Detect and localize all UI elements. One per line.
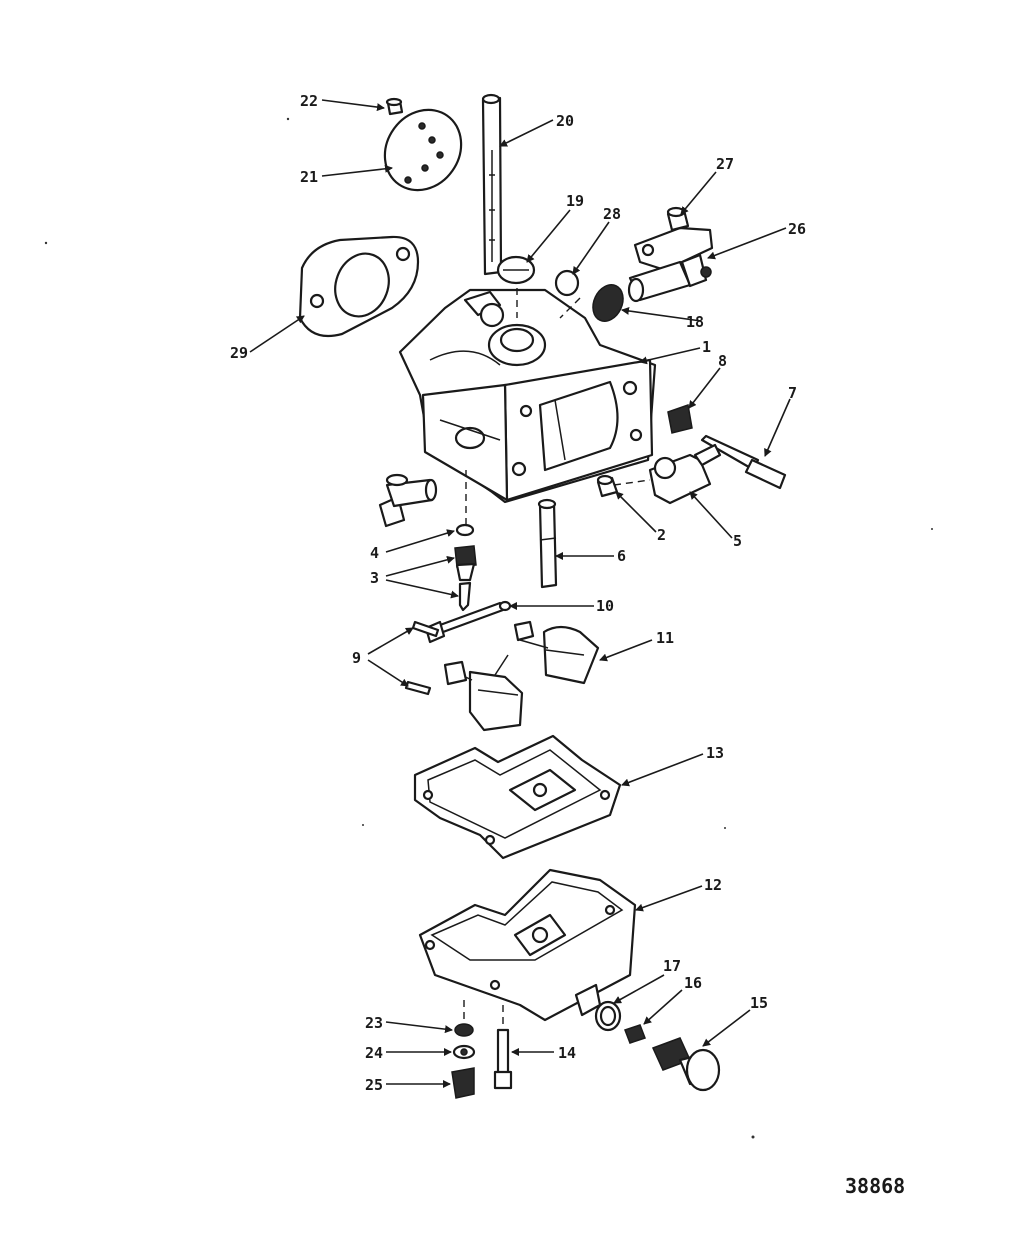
callout-17: 17 [663, 957, 681, 975]
callout-2: 2 [657, 526, 666, 544]
callout-14: 14 [558, 1044, 576, 1062]
throttle-shaft-part [481, 93, 503, 276]
float-bowl-gasket-part [413, 734, 622, 860]
choke-lever-part [627, 206, 714, 303]
callout-19: 19 [566, 192, 584, 210]
callout-25: 25 [365, 1076, 383, 1094]
bowl-washer-part [454, 1023, 474, 1037]
callout-26: 26 [788, 220, 806, 238]
bowl-spring-part [451, 1067, 475, 1099]
callout-7: 7 [788, 384, 797, 402]
filter-screen-part [592, 284, 624, 322]
callout-12: 12 [704, 876, 722, 894]
callout-22: 22 [300, 92, 318, 110]
callout-4: 4 [370, 544, 379, 562]
callout-24: 24 [365, 1044, 383, 1062]
bowl-flat-washer-part [452, 1044, 476, 1060]
elbow-fitting-part [378, 473, 438, 528]
callout-16: 16 [684, 974, 702, 992]
bowl-screw-part [493, 1028, 513, 1090]
needle-and-seat-part [454, 545, 477, 612]
plate-screw-part [385, 97, 404, 116]
callout-18: 18 [686, 313, 704, 331]
float-pin-part [424, 600, 512, 644]
float-bowl-part [418, 868, 637, 1022]
callout-23: 23 [365, 1014, 383, 1032]
main-nozzle-part [537, 498, 558, 589]
callout-5: 5 [733, 532, 742, 550]
callout-27: 27 [716, 155, 734, 173]
hinge-pins-part [404, 620, 440, 696]
lever-screw-part [596, 474, 619, 498]
callout-13: 13 [706, 744, 724, 762]
callout-8: 8 [718, 352, 727, 370]
throttle-lever-part [648, 443, 722, 505]
callout-9: 9 [352, 649, 361, 667]
drain-plug-part [651, 1037, 721, 1092]
cover-plate-part [383, 108, 463, 192]
idle-spring-part [667, 403, 693, 434]
callout-20: 20 [556, 112, 574, 130]
callout-1: 1 [702, 338, 711, 356]
callout-6: 6 [617, 547, 626, 565]
welch-plug-part [496, 255, 536, 285]
callout-labels: 22 21 20 19 28 27 26 18 29 1 8 7 2 5 6 4… [230, 92, 806, 1094]
callout-28: 28 [603, 205, 621, 223]
idle-mixture-needle-part [700, 434, 787, 490]
callout-29: 29 [230, 344, 248, 362]
callout-10: 10 [596, 597, 614, 615]
reference-number: 38868 [845, 1174, 905, 1198]
callout-15: 15 [750, 994, 768, 1012]
small-plug-part [554, 269, 580, 297]
leader-lines [249, 99, 791, 1088]
drain-gasket-part [594, 1000, 622, 1032]
callout-21: 21 [300, 168, 318, 186]
callout-3: 3 [370, 569, 379, 587]
scan-specks [44, 117, 933, 1139]
float-assembly-part [443, 620, 600, 732]
callout-11: 11 [656, 629, 674, 647]
carburetor-body-part [398, 288, 657, 504]
flange-gasket-part [298, 235, 420, 338]
needle-seat-gasket-part [455, 523, 475, 537]
drain-screw-part [624, 1024, 646, 1044]
